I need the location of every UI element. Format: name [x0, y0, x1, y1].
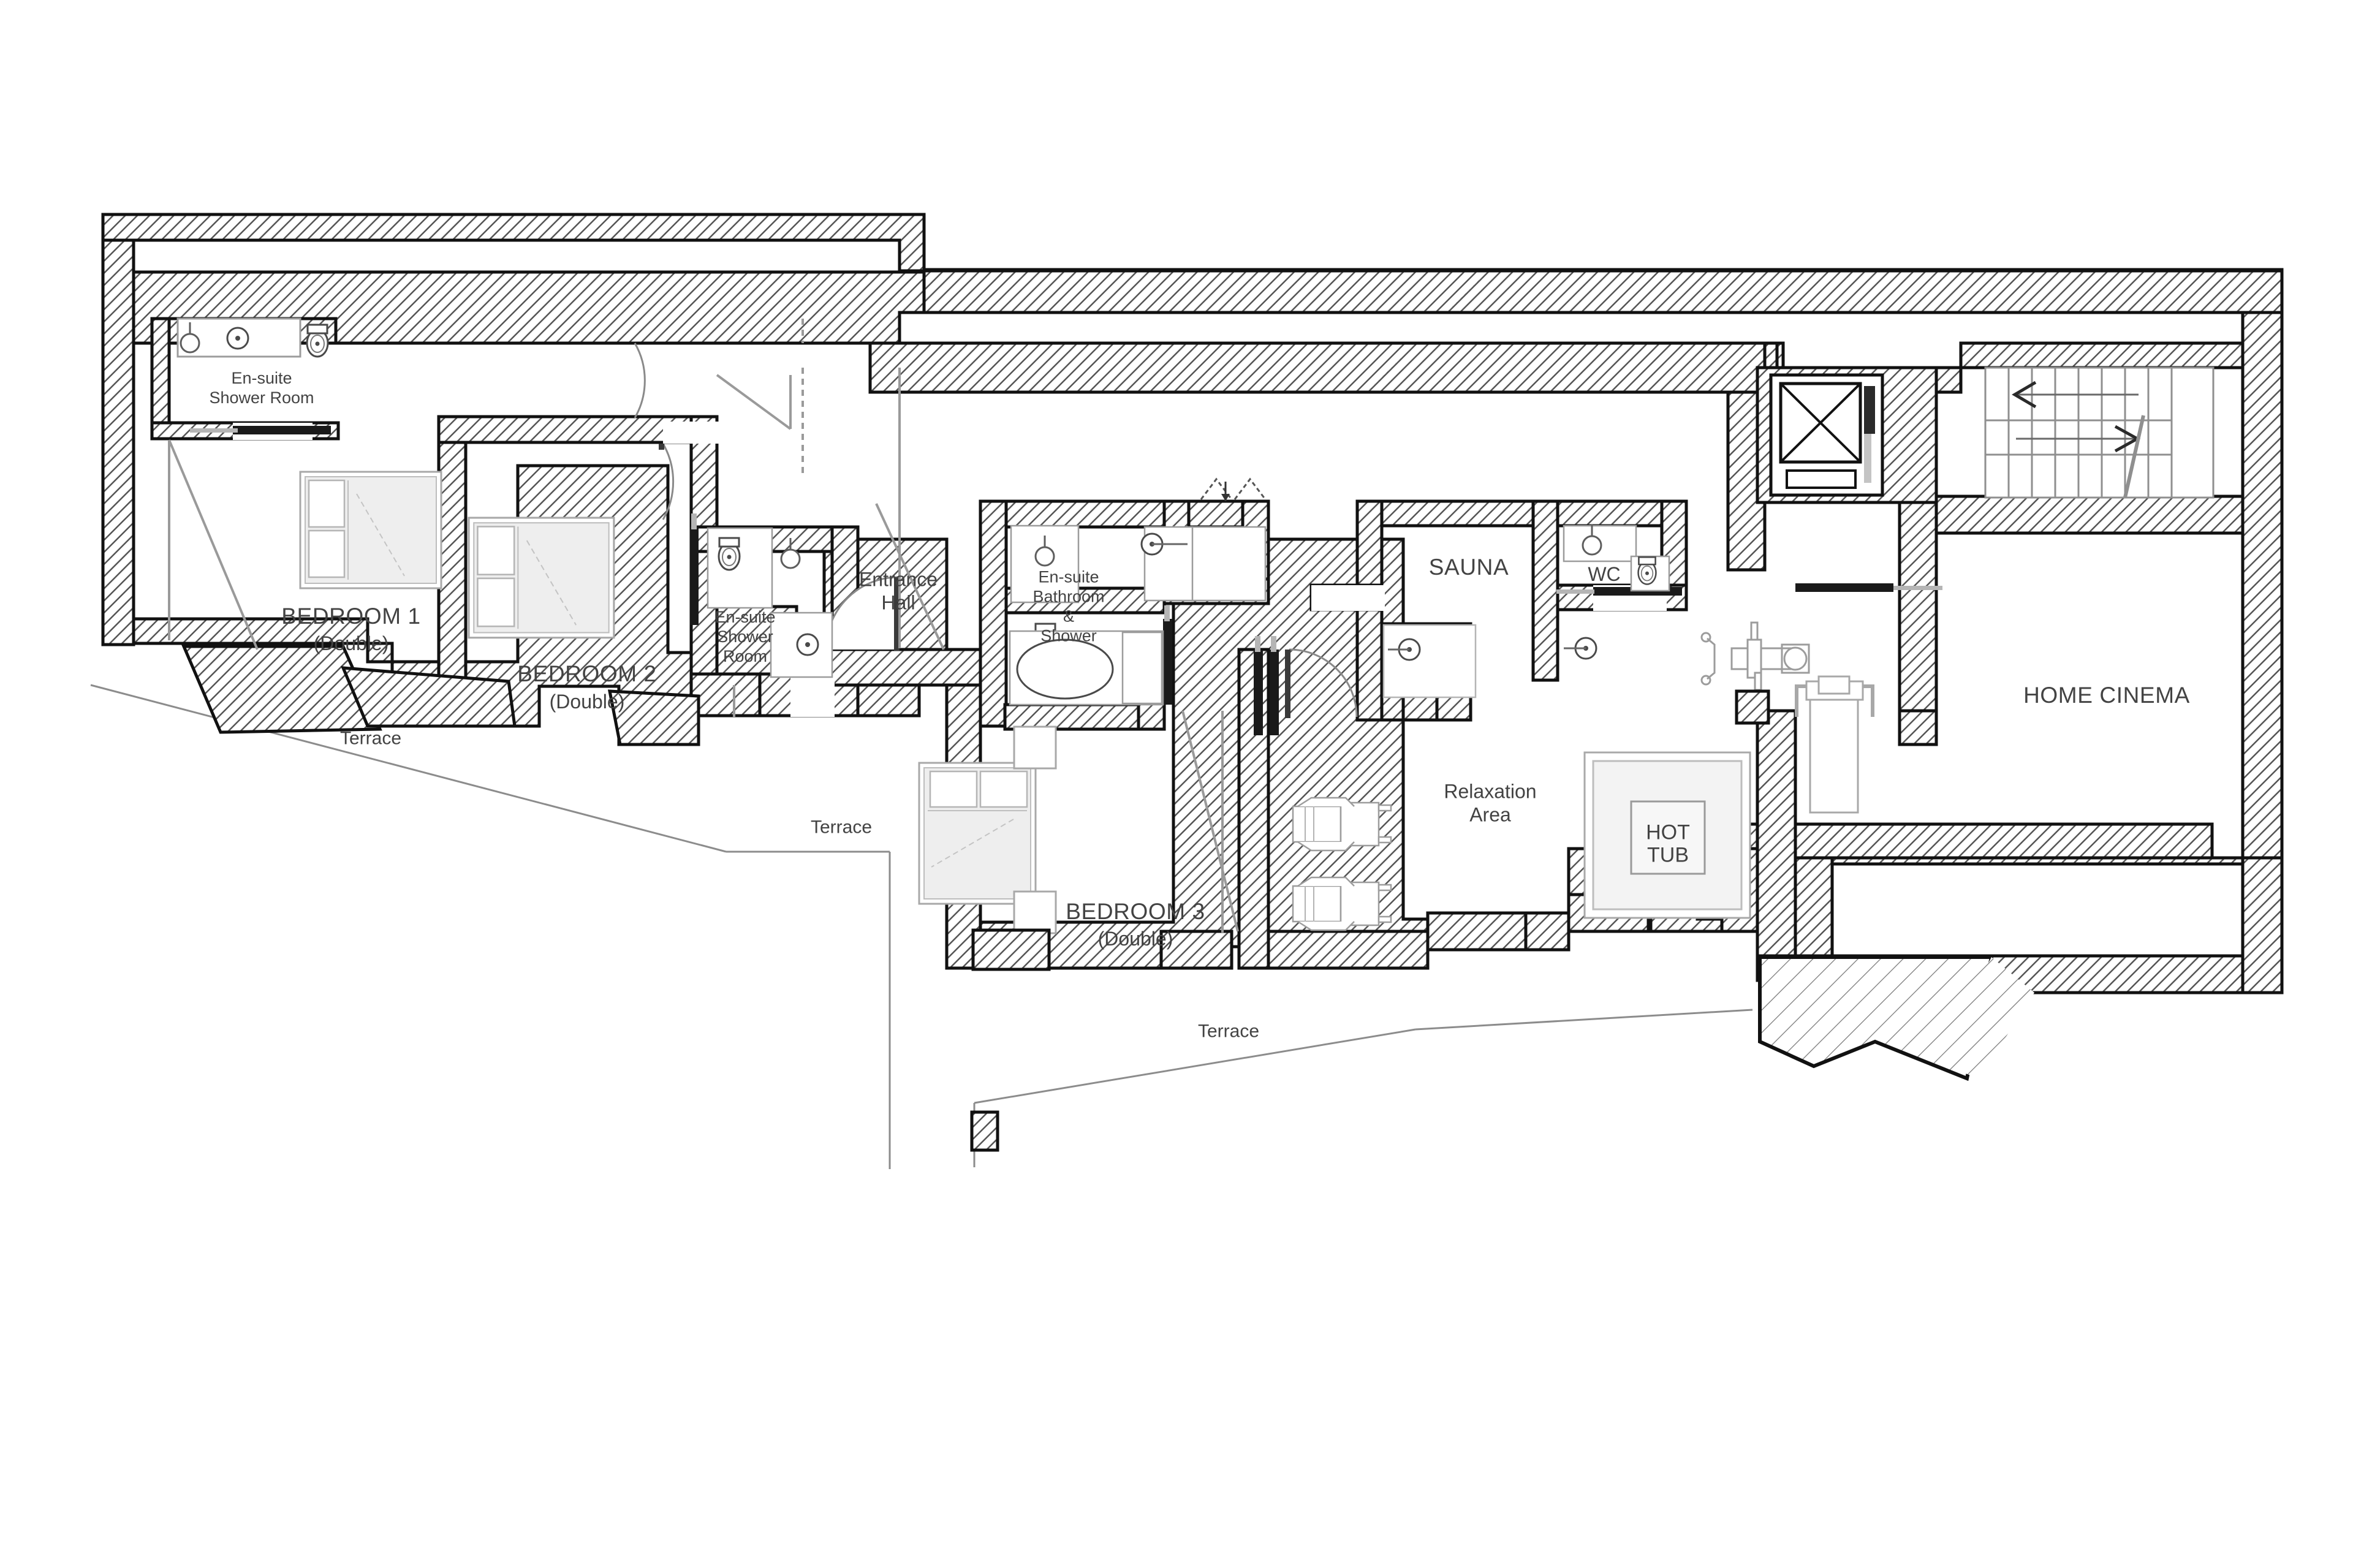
- terrace-post: [970, 1110, 999, 1152]
- staircase-icon: [1984, 366, 2215, 499]
- sliding-door-ensuite-1: [190, 426, 331, 434]
- toilet-icon: [1637, 556, 1657, 585]
- beds: [299, 471, 1057, 934]
- double-bed-icon: [468, 517, 615, 639]
- doors: [190, 343, 1942, 735]
- hinged-door-bedroom-2: [659, 443, 675, 520]
- glazing: [168, 319, 1239, 933]
- sun-lounger-icon: [1292, 876, 1392, 931]
- bedside-table: [1013, 890, 1057, 934]
- sliding-door-relaxation: [1270, 636, 1279, 735]
- weight-bench-icon: [1700, 621, 1810, 691]
- terrace-slab-bed2: [607, 689, 700, 746]
- bedside-table: [1013, 725, 1057, 770]
- sliding-door-bedroom-3: [1254, 636, 1263, 735]
- corridor-basin: [1564, 637, 1597, 660]
- terrace-slab-bed1: [341, 666, 517, 728]
- sliding-door-bathroom-3: [1163, 605, 1172, 705]
- terrace-slabs: [181, 645, 1051, 1152]
- sliding-door-cinema: [1795, 583, 1942, 592]
- sun-lounger-icon: [1292, 797, 1392, 852]
- site-lines: [90, 684, 1753, 1169]
- double-bed-icon: [299, 471, 442, 589]
- bathroom-fixtures: [176, 317, 1670, 706]
- circulation: [1769, 366, 2215, 499]
- treadmill-icon: [1795, 675, 1874, 814]
- hinged-door-bedroom-1: [634, 343, 646, 419]
- double-bed-icon: [918, 762, 1037, 905]
- slope-hatch: [1758, 955, 2034, 1081]
- toilet-icon: [718, 537, 741, 571]
- washbasin-icon: [796, 633, 819, 656]
- wc-fixtures: [1563, 523, 1670, 592]
- ensuite-1-fixtures: [176, 317, 329, 358]
- hinged-door-sauna-lobby: [1285, 648, 1358, 718]
- hot-tub-icon: [1583, 751, 1751, 919]
- ensuite-2-fixtures: [707, 527, 833, 678]
- sliding-door-ensuite-2: [690, 513, 699, 625]
- rooflight-symbol: [1200, 477, 1267, 501]
- lift-icon: [1769, 373, 1884, 497]
- toilet-icon: [306, 324, 329, 358]
- column: [1735, 689, 1770, 725]
- terrace-slab-west: [181, 645, 382, 734]
- bathtub-icon: [1016, 638, 1114, 700]
- washbasin-icon: [226, 327, 249, 350]
- sauna-lobby-basin: [1382, 624, 1477, 699]
- bathroom-3-fixtures: [1009, 525, 1267, 706]
- relaxation-furniture: [1292, 621, 1874, 931]
